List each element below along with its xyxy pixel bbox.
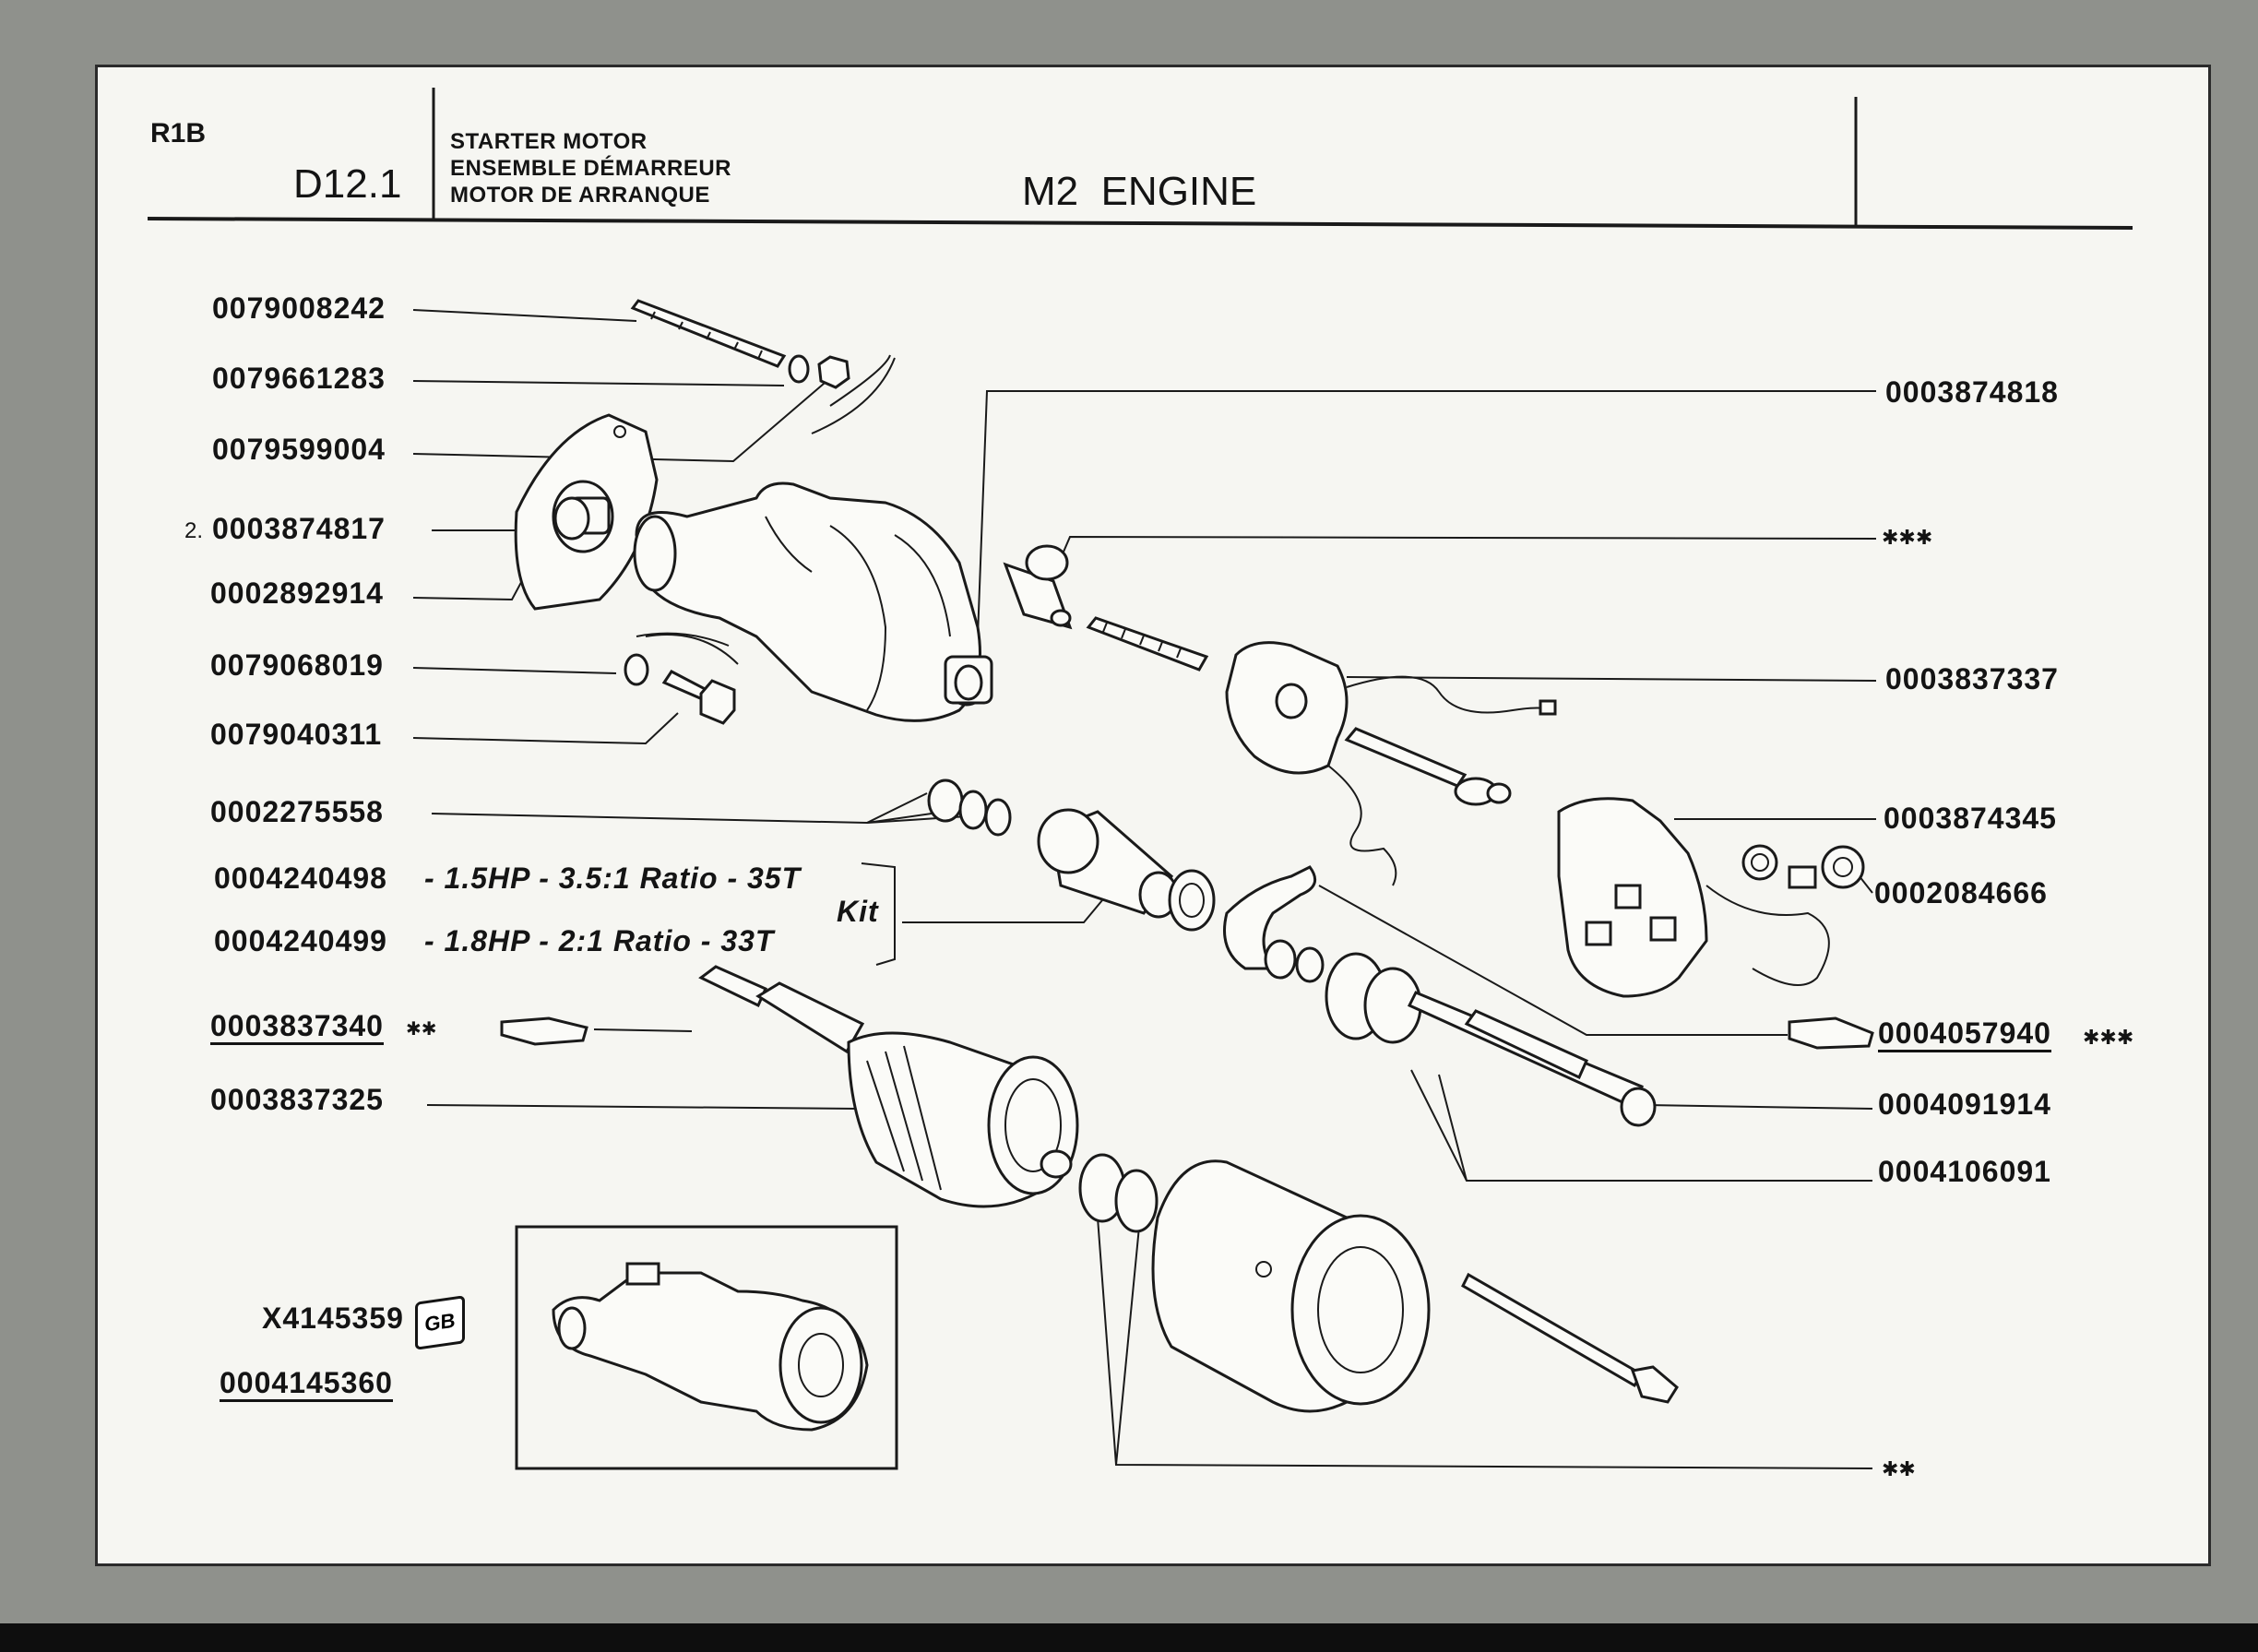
pinion-drive — [1037, 808, 1216, 932]
engine-title: M2 ENGINE — [1022, 169, 1257, 214]
brush-holder — [1557, 797, 1865, 998]
o-ring — [984, 798, 1012, 837]
part-label: 0004091914 — [1878, 1087, 2051, 1121]
drive-housing — [633, 481, 993, 722]
part-suffix: ✱✱✱ — [1882, 526, 1933, 549]
hex-bolt — [661, 670, 736, 725]
title-en: STARTER MOTOR — [450, 129, 648, 154]
part-label: 0079068019 — [210, 648, 384, 682]
header-rules — [147, 88, 2133, 230]
assembly-code: 0004145360 — [220, 1368, 393, 1402]
stud-bolt — [630, 299, 787, 368]
o-ring — [958, 790, 988, 830]
kit-item-spec: - 1.8HP - 2:1 Ratio - 33T — [424, 924, 775, 957]
shift-lever — [1223, 865, 1317, 970]
part-label: 0004106091 — [1878, 1155, 2051, 1188]
assembly-inset — [515, 1225, 898, 1470]
nut — [817, 355, 850, 389]
part-suffix: ✱✱ — [1882, 1457, 1916, 1480]
part-label: 0004057940 — [1878, 1018, 2051, 1052]
part-prefix: 2. — [184, 518, 204, 543]
brush-block — [500, 1016, 588, 1046]
intermediate-shaft — [1264, 939, 1657, 1127]
page-code: D12.1 — [293, 161, 402, 207]
assembly-ref-code: X4145359 — [262, 1301, 404, 1335]
armature — [698, 965, 1079, 1208]
part-label: 0003874345 — [1884, 802, 2057, 835]
kit-item-spec: - 1.5HP - 3.5:1 Ratio - 35T — [424, 862, 802, 895]
part-label: 0079599004 — [212, 433, 386, 466]
solenoid — [1225, 641, 1557, 886]
part-label: 0003837325 — [210, 1083, 384, 1116]
brush-block — [1788, 1016, 1874, 1050]
o-ring — [927, 778, 964, 823]
part-suffix: ✱✱ — [406, 1019, 437, 1040]
through-bolt — [1461, 1272, 1679, 1404]
field-housing — [1151, 1159, 1431, 1413]
part-label: 0002892914 — [210, 576, 384, 610]
kit-item-code: 0004240499 — [214, 924, 387, 957]
part-label: 0079040311 — [210, 718, 383, 751]
kit-label: Kit — [837, 895, 879, 928]
part-label: 0079661283 — [212, 362, 386, 395]
thrust-washer — [1114, 1169, 1159, 1233]
part-label: 0079008242 — [212, 291, 386, 325]
part-label: 0003837337 — [1885, 662, 2059, 695]
spring — [1086, 616, 1209, 671]
bushing — [1003, 544, 1073, 630]
part-suffix: ✱✱✱ — [2083, 1026, 2134, 1049]
mounting-plate — [514, 413, 659, 611]
kit-item-code: 0004240498 — [214, 862, 387, 895]
part-label: 0003874817 — [212, 512, 386, 545]
leader-lines-right — [977, 390, 1877, 1469]
washer — [788, 354, 810, 384]
section-code: R1B — [150, 118, 207, 149]
washer — [624, 653, 649, 686]
part-label: 0002084666 — [1874, 876, 2048, 909]
part-label: 0003837340 — [210, 1011, 384, 1045]
title-fr: ENSEMBLE DÉMARREUR — [450, 156, 732, 181]
title-es: MOTOR DE ARRANQUE — [450, 183, 710, 208]
part-label: 0003874818 — [1885, 375, 2059, 409]
part-label: 0002275558 — [210, 795, 384, 828]
